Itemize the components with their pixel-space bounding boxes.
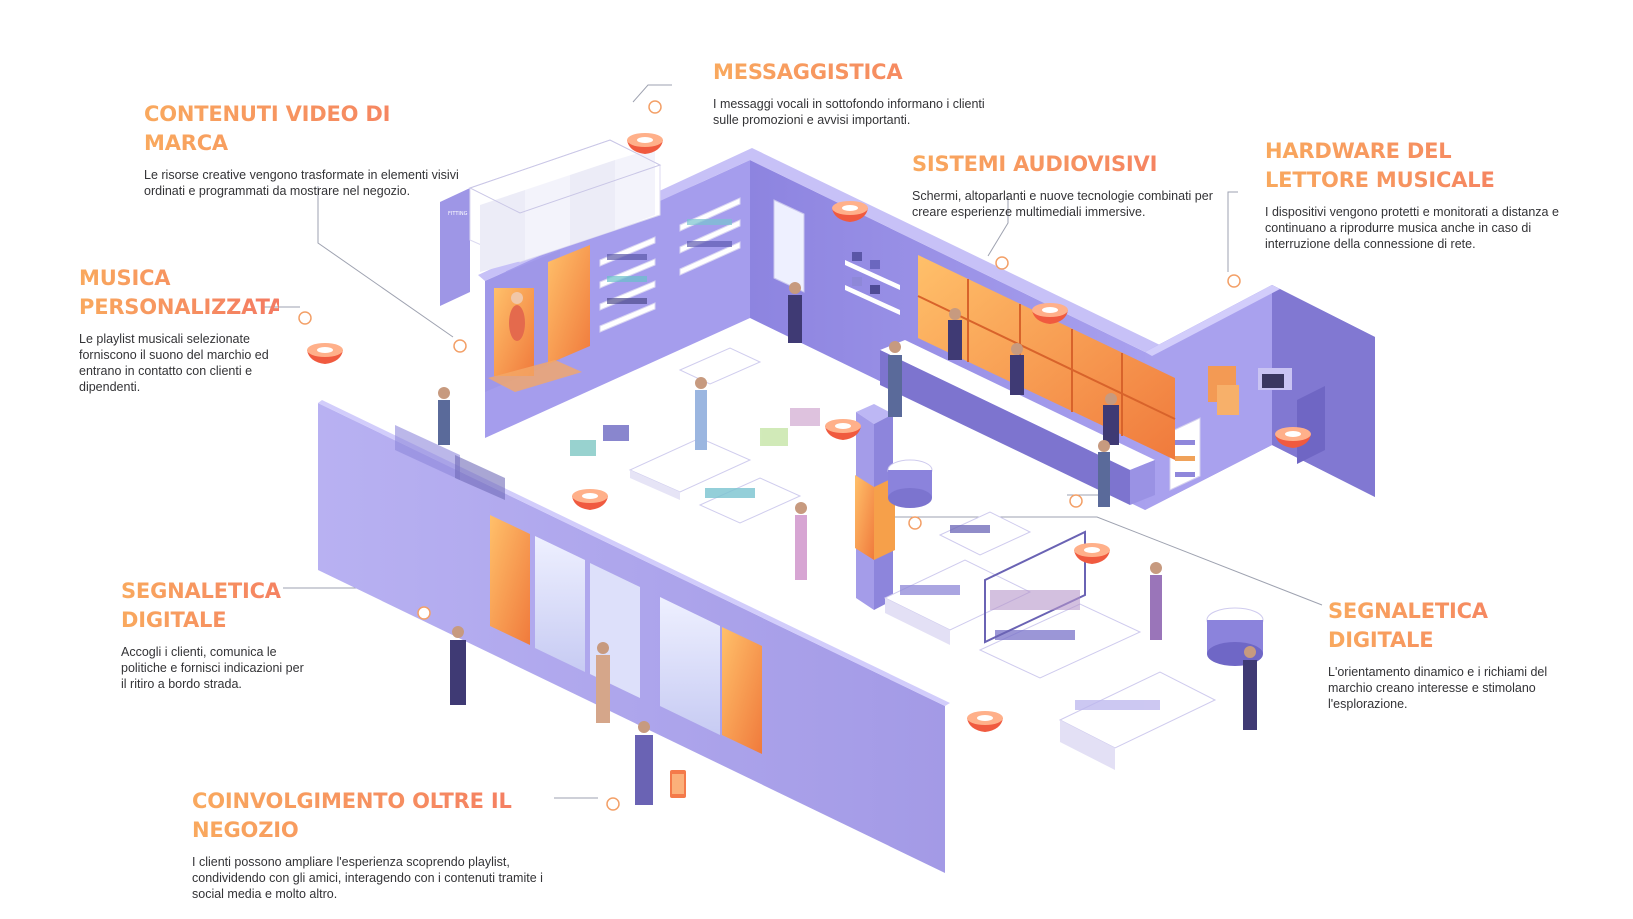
speaker-icon xyxy=(967,711,1003,732)
callout-title: MESSAGGISTICA xyxy=(713,58,993,87)
speaker-icon xyxy=(825,419,861,440)
callout-description: I dispositivi vengono protetti e monitor… xyxy=(1265,205,1559,251)
stockroom xyxy=(1145,285,1375,510)
fitting-room-sign: FITTING ROOM xyxy=(448,211,485,217)
speaker-icon xyxy=(627,133,663,154)
marker-icon xyxy=(417,606,431,620)
callout-markers xyxy=(298,100,1241,811)
callout-title: SISTEMI AUDIOVISIVI xyxy=(912,150,1222,179)
shoes xyxy=(607,219,732,304)
speaker-icon xyxy=(307,343,343,364)
phone-illustration xyxy=(670,770,686,798)
callout-description: Accogli i clienti, comunica le politiche… xyxy=(121,645,304,691)
callout-sistemi-audiovisivi: SISTEMI AUDIOVISIVI Schermi, altoparlant… xyxy=(912,150,1222,220)
callout-messaggistica: MESSAGGISTICA I messaggi vocali in sotto… xyxy=(713,58,993,128)
speaker-icon xyxy=(572,489,608,510)
marker-icon xyxy=(1227,274,1241,288)
callout-description: L'orientamento dinamico e i richiami del… xyxy=(1328,665,1548,711)
speaker-icon xyxy=(1032,303,1068,324)
people xyxy=(438,282,1257,805)
bag-shelves xyxy=(845,252,900,315)
marker-icon xyxy=(1069,494,1083,508)
callout-description: I messaggi vocali in sottofondo informan… xyxy=(713,97,985,127)
marker-icon xyxy=(995,256,1009,270)
speaker-icon xyxy=(832,201,868,222)
callout-description: I clienti possono ampliare l'esperienza … xyxy=(192,855,543,901)
marker-icon xyxy=(606,797,620,811)
back-mirror xyxy=(773,199,805,293)
speaker-icon xyxy=(1074,543,1110,564)
fitting-rooms: FITTING ROOM xyxy=(440,139,662,306)
pillar-signage xyxy=(855,404,895,610)
callout-coinvolgimento: COINVOLGIMENTO OLTRE IL NEGOZIO I client… xyxy=(192,787,552,902)
display-tables xyxy=(883,511,1217,770)
callout-contenuti-video: CONTENUTI VIDEO DI MARCA Le risorse crea… xyxy=(144,100,474,199)
mannequin-display xyxy=(485,245,590,392)
callout-description: Schermi, altoparlanti e nuove tecnologie… xyxy=(912,189,1213,219)
callout-description: Le playlist musicali selezionate fornisc… xyxy=(79,332,269,394)
callout-title: COINVOLGIMENTO OLTRE IL NEGOZIO xyxy=(192,787,552,845)
speaker-icons xyxy=(307,133,1311,732)
center-tables xyxy=(570,347,820,524)
marker-icon xyxy=(648,100,662,114)
speaker-icon xyxy=(1275,427,1311,448)
callout-description: Le risorse creative vengono trasformate … xyxy=(144,168,459,198)
marker-icon xyxy=(453,339,467,353)
callout-title: CONTENUTI VIDEO DI MARCA xyxy=(144,100,474,158)
left-racks xyxy=(395,425,505,500)
marker-icon xyxy=(298,311,312,325)
marker-icon xyxy=(908,516,922,530)
checkout-counter xyxy=(880,340,1155,505)
